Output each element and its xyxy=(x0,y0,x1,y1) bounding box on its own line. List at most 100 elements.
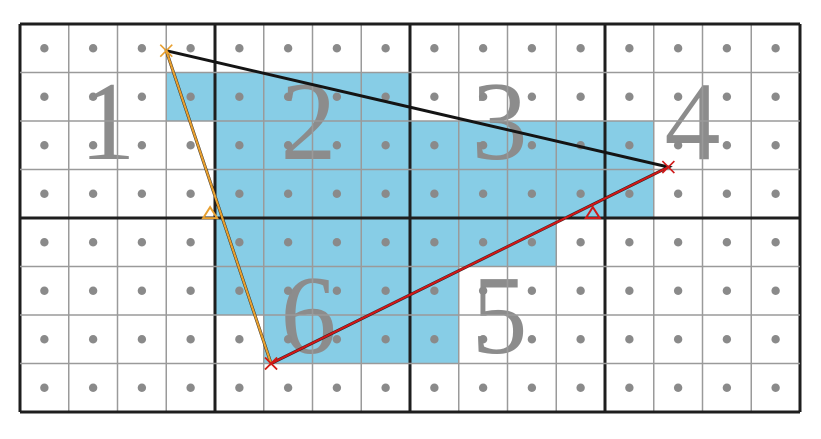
sample-dot xyxy=(478,92,488,101)
sample-dot xyxy=(722,383,732,392)
sample-dot xyxy=(478,383,488,392)
sample-dot xyxy=(478,238,488,247)
sample-dot xyxy=(381,238,390,247)
sample-dot xyxy=(88,286,98,295)
sample-dot xyxy=(283,92,293,101)
sample-dot xyxy=(381,335,390,344)
sample-dot xyxy=(625,141,634,150)
bottom-edge-highlight xyxy=(269,165,670,365)
sample-dot xyxy=(137,238,147,247)
sample-dot xyxy=(186,383,195,392)
sample-dot xyxy=(88,141,98,150)
sample-dot xyxy=(527,92,537,101)
sample-dot xyxy=(576,189,585,198)
sample-dot xyxy=(332,383,342,392)
sample-points xyxy=(40,44,780,392)
sample-dot xyxy=(332,189,342,198)
pixel-grid xyxy=(18,22,802,414)
sample-dot xyxy=(527,141,537,150)
sample-dot xyxy=(625,238,634,247)
sample-dot xyxy=(235,286,244,295)
sample-dot xyxy=(88,335,98,344)
sample-dot xyxy=(625,286,634,295)
sample-dot xyxy=(40,44,49,53)
sample-dot xyxy=(625,92,634,101)
sample-dot xyxy=(332,286,342,295)
sample-dot xyxy=(40,92,49,101)
sample-dot xyxy=(235,44,244,53)
sample-dot xyxy=(137,189,147,198)
sample-dot xyxy=(332,92,342,101)
sample-dot xyxy=(673,189,683,198)
sample-dot xyxy=(478,189,488,198)
sample-dot xyxy=(673,335,683,344)
sample-dot xyxy=(235,383,244,392)
sample-dot xyxy=(283,238,293,247)
sample-dot xyxy=(430,335,439,344)
sample-dot xyxy=(186,335,195,344)
bottom-edge-endpoint-mark xyxy=(264,356,278,371)
sample-dot xyxy=(576,286,585,295)
left-edge-normal-marker xyxy=(201,205,219,220)
sample-dot xyxy=(478,286,488,295)
sample-dot xyxy=(722,92,732,101)
sample-dot xyxy=(722,335,732,344)
sample-dot xyxy=(673,238,683,247)
sample-dot xyxy=(332,44,342,53)
sample-dot xyxy=(430,189,439,198)
sample-dot xyxy=(332,238,342,247)
tile-label-3: 3 xyxy=(472,60,528,184)
sample-dot xyxy=(235,335,244,344)
sample-dot xyxy=(381,141,390,150)
sample-dot xyxy=(722,141,732,150)
sample-dot xyxy=(771,383,780,392)
bottom-edge-endpoint-mark xyxy=(661,160,675,174)
sample-dot xyxy=(186,44,195,53)
sample-dot xyxy=(722,286,732,295)
sample-dot xyxy=(381,383,390,392)
sample-dot xyxy=(381,92,390,101)
sample-dot xyxy=(625,44,634,53)
sample-dot xyxy=(137,335,147,344)
sample-dot xyxy=(40,141,49,150)
sample-dot xyxy=(186,189,195,198)
sample-dot xyxy=(771,189,780,198)
sample-dot xyxy=(478,335,488,344)
sample-dot xyxy=(235,141,244,150)
sample-dot xyxy=(771,286,780,295)
sample-dot xyxy=(576,383,585,392)
sample-dot xyxy=(283,189,293,198)
tile-label-5: 5 xyxy=(472,254,528,378)
sample-dot xyxy=(88,92,98,101)
sample-dot xyxy=(771,44,780,53)
sample-dot xyxy=(283,286,293,295)
sample-dot xyxy=(771,141,780,150)
left-edge-endpoint-mark xyxy=(159,44,173,58)
sample-dot xyxy=(576,92,585,101)
sample-dot xyxy=(88,383,98,392)
sample-dot xyxy=(40,189,49,198)
sample-dot xyxy=(88,44,98,53)
sample-dot xyxy=(430,238,439,247)
sample-dot xyxy=(722,44,732,53)
sample-dot xyxy=(430,383,439,392)
sample-dot xyxy=(283,44,293,53)
sample-dot xyxy=(88,238,98,247)
sample-dot xyxy=(576,335,585,344)
sample-dot xyxy=(625,189,634,198)
sample-dot xyxy=(722,238,732,247)
covered-pixels xyxy=(166,72,654,364)
sample-dot xyxy=(40,286,49,295)
sample-dot xyxy=(332,141,342,150)
sample-dot xyxy=(430,141,439,150)
sample-dot xyxy=(771,92,780,101)
sample-dot xyxy=(381,44,390,53)
sample-dot xyxy=(186,238,195,247)
sample-dot xyxy=(771,335,780,344)
sample-dot xyxy=(283,335,293,344)
sample-dot xyxy=(527,189,537,198)
sample-dot xyxy=(381,189,390,198)
sample-dot xyxy=(625,383,634,392)
sample-dot xyxy=(430,92,439,101)
